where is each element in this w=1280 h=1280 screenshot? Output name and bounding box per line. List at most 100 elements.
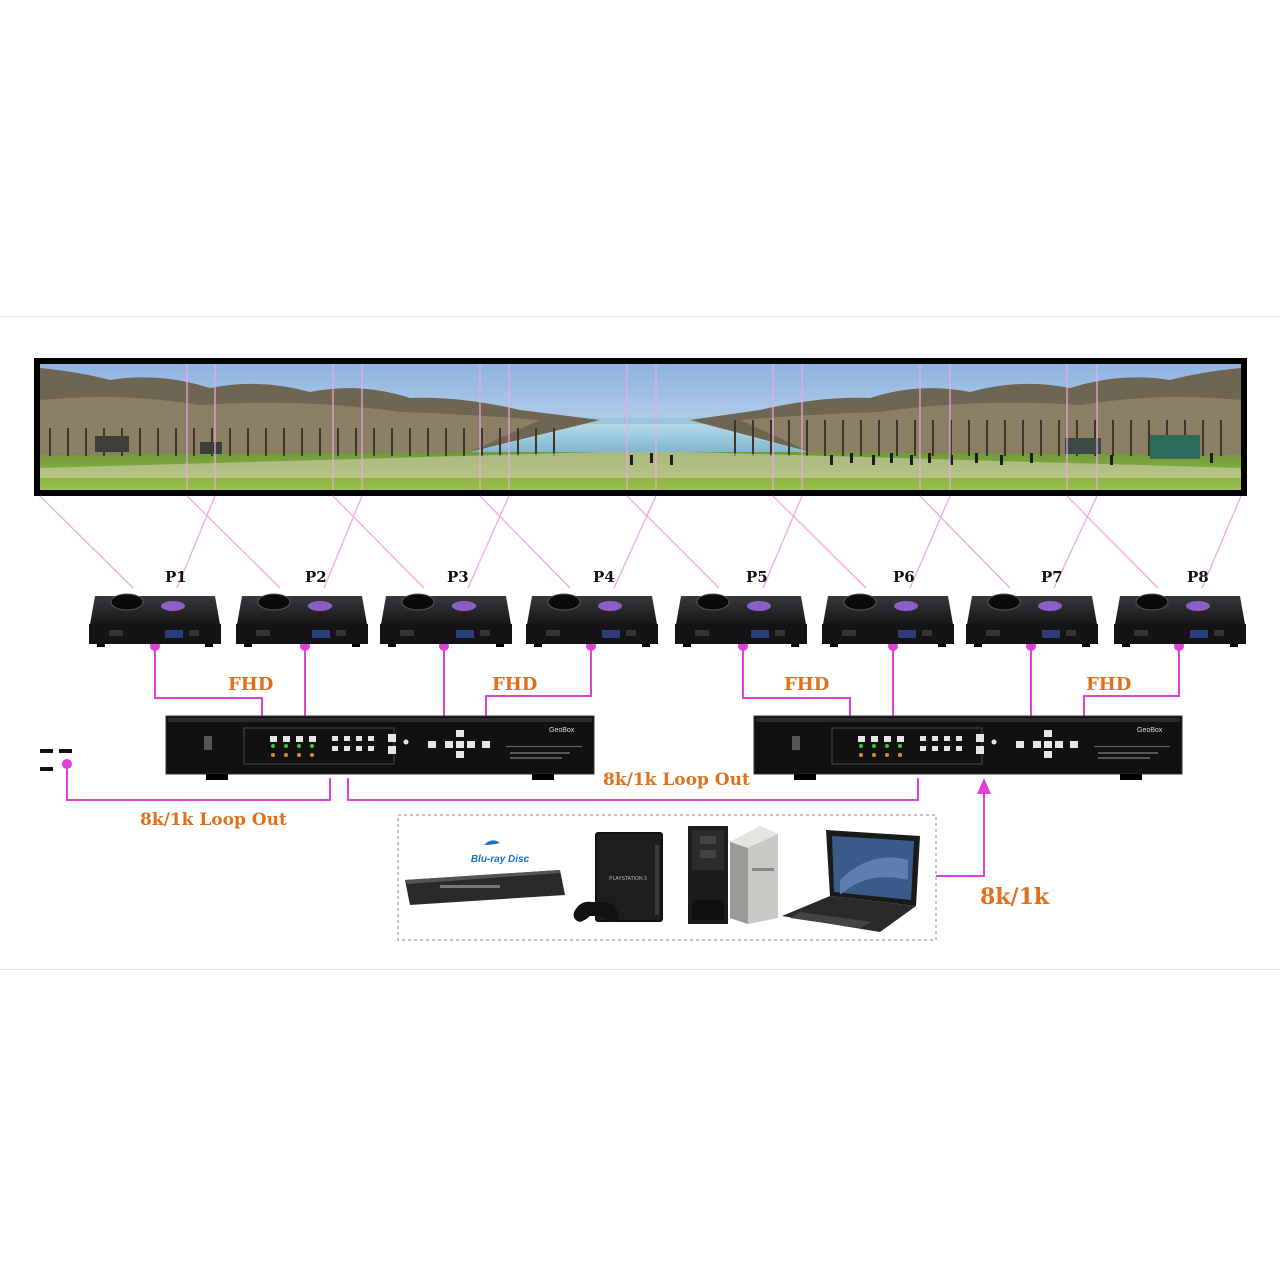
status-led-icon bbox=[885, 744, 889, 748]
projector-foot bbox=[97, 644, 105, 647]
model-text-line bbox=[510, 757, 562, 759]
input-button bbox=[944, 746, 950, 751]
status-led-icon bbox=[859, 744, 863, 748]
input-button bbox=[344, 746, 350, 751]
source-devices-box: Blu-ray Disc PLAYSTATION 3 bbox=[397, 814, 937, 941]
loop-out-cable-left bbox=[66, 764, 331, 801]
fhd-label-3: FHD bbox=[784, 674, 830, 695]
status-led-icon bbox=[898, 744, 902, 748]
status-led-icon bbox=[310, 744, 314, 748]
projector-panel-icon bbox=[308, 601, 332, 611]
projector-label-6: P6 bbox=[893, 568, 915, 586]
status-led-icon bbox=[271, 744, 275, 748]
channel-button bbox=[858, 736, 865, 742]
input-button bbox=[368, 736, 374, 741]
projector-port bbox=[456, 630, 474, 638]
projector-port bbox=[751, 630, 769, 638]
projector-port bbox=[626, 630, 636, 636]
projector-panel-icon bbox=[598, 601, 622, 611]
projector-front bbox=[675, 624, 807, 644]
projector-label-3: P3 bbox=[447, 568, 469, 586]
fhd-label-2: FHD bbox=[492, 674, 538, 695]
projector-port bbox=[109, 630, 123, 636]
projector-5 bbox=[675, 593, 807, 647]
projector-foot bbox=[352, 644, 360, 647]
projection-ray bbox=[909, 495, 951, 589]
projector-foot bbox=[830, 644, 838, 647]
projector-port bbox=[1042, 630, 1060, 638]
projector-port bbox=[189, 630, 199, 636]
projector-front bbox=[236, 624, 368, 644]
projection-ray bbox=[762, 495, 803, 589]
processor-top-edge bbox=[756, 718, 1180, 722]
status-led-icon bbox=[872, 744, 876, 748]
projector-port bbox=[400, 630, 414, 636]
status-led-icon bbox=[297, 744, 301, 748]
projector-port bbox=[898, 630, 916, 638]
projector-port bbox=[602, 630, 620, 638]
projector-port bbox=[1134, 630, 1148, 636]
fhd-label-4: FHD bbox=[1086, 674, 1132, 695]
laptop bbox=[782, 830, 920, 932]
front-divider bbox=[1094, 746, 1170, 747]
front-divider bbox=[506, 746, 582, 747]
nav-ok-button bbox=[1044, 741, 1052, 748]
projection-lines bbox=[39, 364, 1242, 589]
input-button bbox=[344, 736, 350, 741]
person bbox=[1030, 453, 1033, 463]
person bbox=[830, 455, 833, 465]
projection-ray bbox=[479, 495, 571, 589]
nav-down-button bbox=[456, 751, 464, 758]
projector-panel-icon bbox=[747, 601, 771, 611]
projection-ray bbox=[186, 495, 281, 589]
channel-button bbox=[283, 736, 290, 742]
game-console: PLAYSTATION 3 bbox=[573, 832, 663, 922]
projection-ray bbox=[467, 495, 510, 589]
projector-port bbox=[986, 630, 1000, 636]
projection-ray bbox=[323, 495, 363, 589]
status-led-icon bbox=[284, 744, 288, 748]
projector-front bbox=[89, 624, 221, 644]
panorama-screen bbox=[34, 358, 1247, 496]
info-button bbox=[976, 734, 984, 742]
fhd-cable-p4 bbox=[485, 646, 592, 716]
menu-button bbox=[1016, 741, 1024, 748]
exit-button bbox=[1070, 741, 1078, 748]
projector-port bbox=[775, 630, 785, 636]
projector-6 bbox=[822, 593, 954, 647]
projector-label-7: P7 bbox=[1041, 568, 1063, 586]
projector-port bbox=[546, 630, 560, 636]
exit-button bbox=[482, 741, 490, 748]
status-led-icon bbox=[859, 753, 863, 757]
power-switch-icon bbox=[204, 736, 212, 750]
status-led-icon bbox=[898, 753, 902, 757]
gamepad-icon bbox=[573, 901, 619, 922]
person bbox=[1000, 455, 1003, 465]
fhd-cable-p5 bbox=[742, 646, 851, 716]
bluray-player: Blu-ray Disc bbox=[405, 840, 565, 905]
console-text: PLAYSTATION 3 bbox=[609, 876, 647, 882]
projector-front bbox=[526, 624, 658, 644]
person bbox=[910, 455, 913, 465]
input-button bbox=[332, 736, 338, 741]
channel-button bbox=[897, 736, 904, 742]
channel-button bbox=[309, 736, 316, 742]
projector-row bbox=[89, 593, 1246, 647]
projection-ray bbox=[176, 495, 216, 589]
fhd-cable-p1 bbox=[154, 646, 263, 716]
input-button bbox=[932, 746, 938, 751]
person bbox=[650, 453, 653, 463]
projector-foot bbox=[1230, 644, 1238, 647]
storage-server bbox=[730, 826, 778, 924]
status-led-icon bbox=[310, 753, 314, 757]
fhd-cable-p8 bbox=[1083, 646, 1180, 716]
person bbox=[872, 455, 875, 465]
projection-ray bbox=[1201, 495, 1242, 589]
person bbox=[975, 453, 978, 463]
projector-foot bbox=[1122, 644, 1130, 647]
projector-panel-icon bbox=[1038, 601, 1062, 611]
projection-ray bbox=[613, 495, 657, 589]
processor-chassis bbox=[753, 715, 1183, 775]
continuation-dashes bbox=[40, 740, 94, 771]
